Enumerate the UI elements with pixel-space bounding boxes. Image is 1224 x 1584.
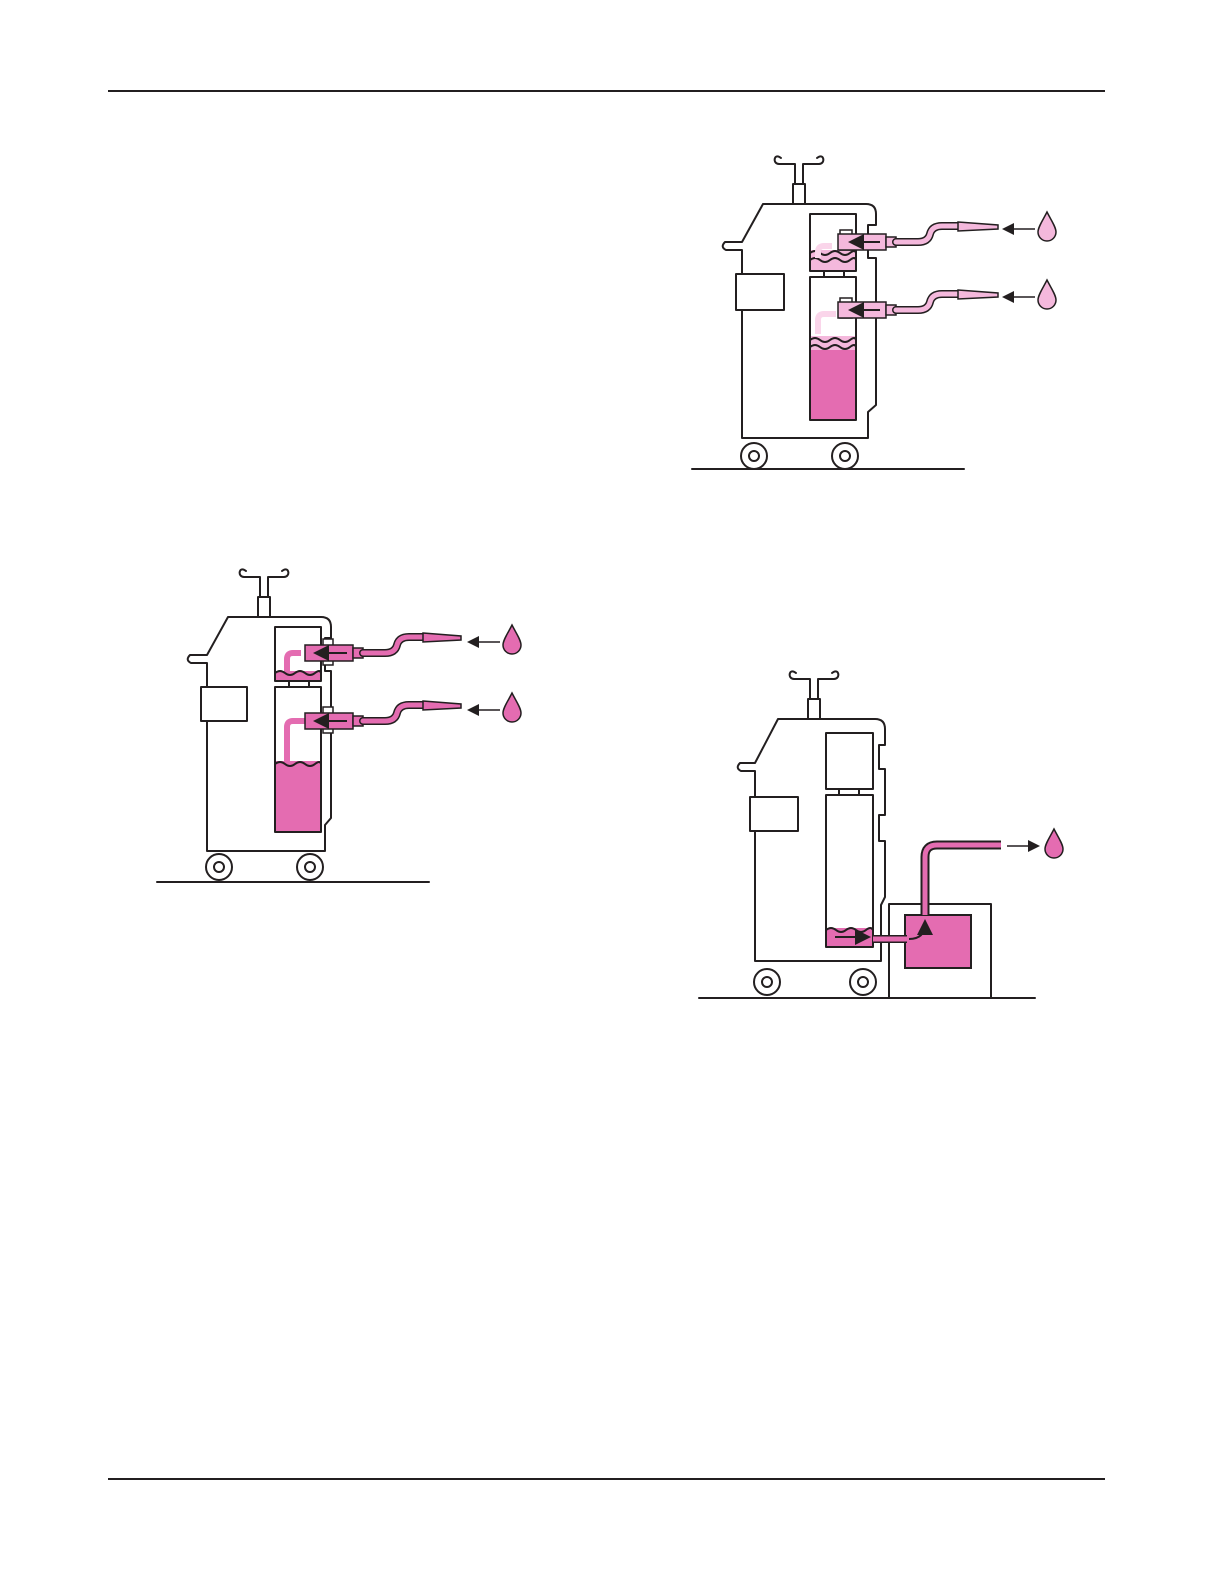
drop-icon [503, 693, 521, 722]
cart-handle [201, 687, 247, 721]
drop-icon [1038, 212, 1056, 241]
drop-icon [503, 625, 521, 654]
iv-pole [775, 156, 824, 206]
disposal-unit-icon [889, 904, 991, 998]
cart-wheels [741, 443, 858, 469]
figure-two-canisters-light-fill [690, 150, 1100, 475]
cart-wheels [754, 969, 876, 995]
iv-pole [790, 671, 839, 721]
canister-icon [826, 733, 873, 789]
drop-icon [1038, 280, 1056, 309]
canister-icon [826, 795, 873, 947]
footer-rule [108, 1478, 1105, 1480]
figure-two-canisters-filling [155, 563, 565, 888]
iv-pole [240, 569, 289, 619]
header-rule [108, 90, 1105, 92]
drop-icon [1045, 829, 1063, 858]
cart-wheels [206, 854, 323, 880]
cart-handle [750, 797, 798, 831]
canister-icon [275, 687, 321, 832]
figure-canister-drain-to-disposal-unit [695, 665, 1105, 1005]
cart-handle [736, 274, 784, 310]
